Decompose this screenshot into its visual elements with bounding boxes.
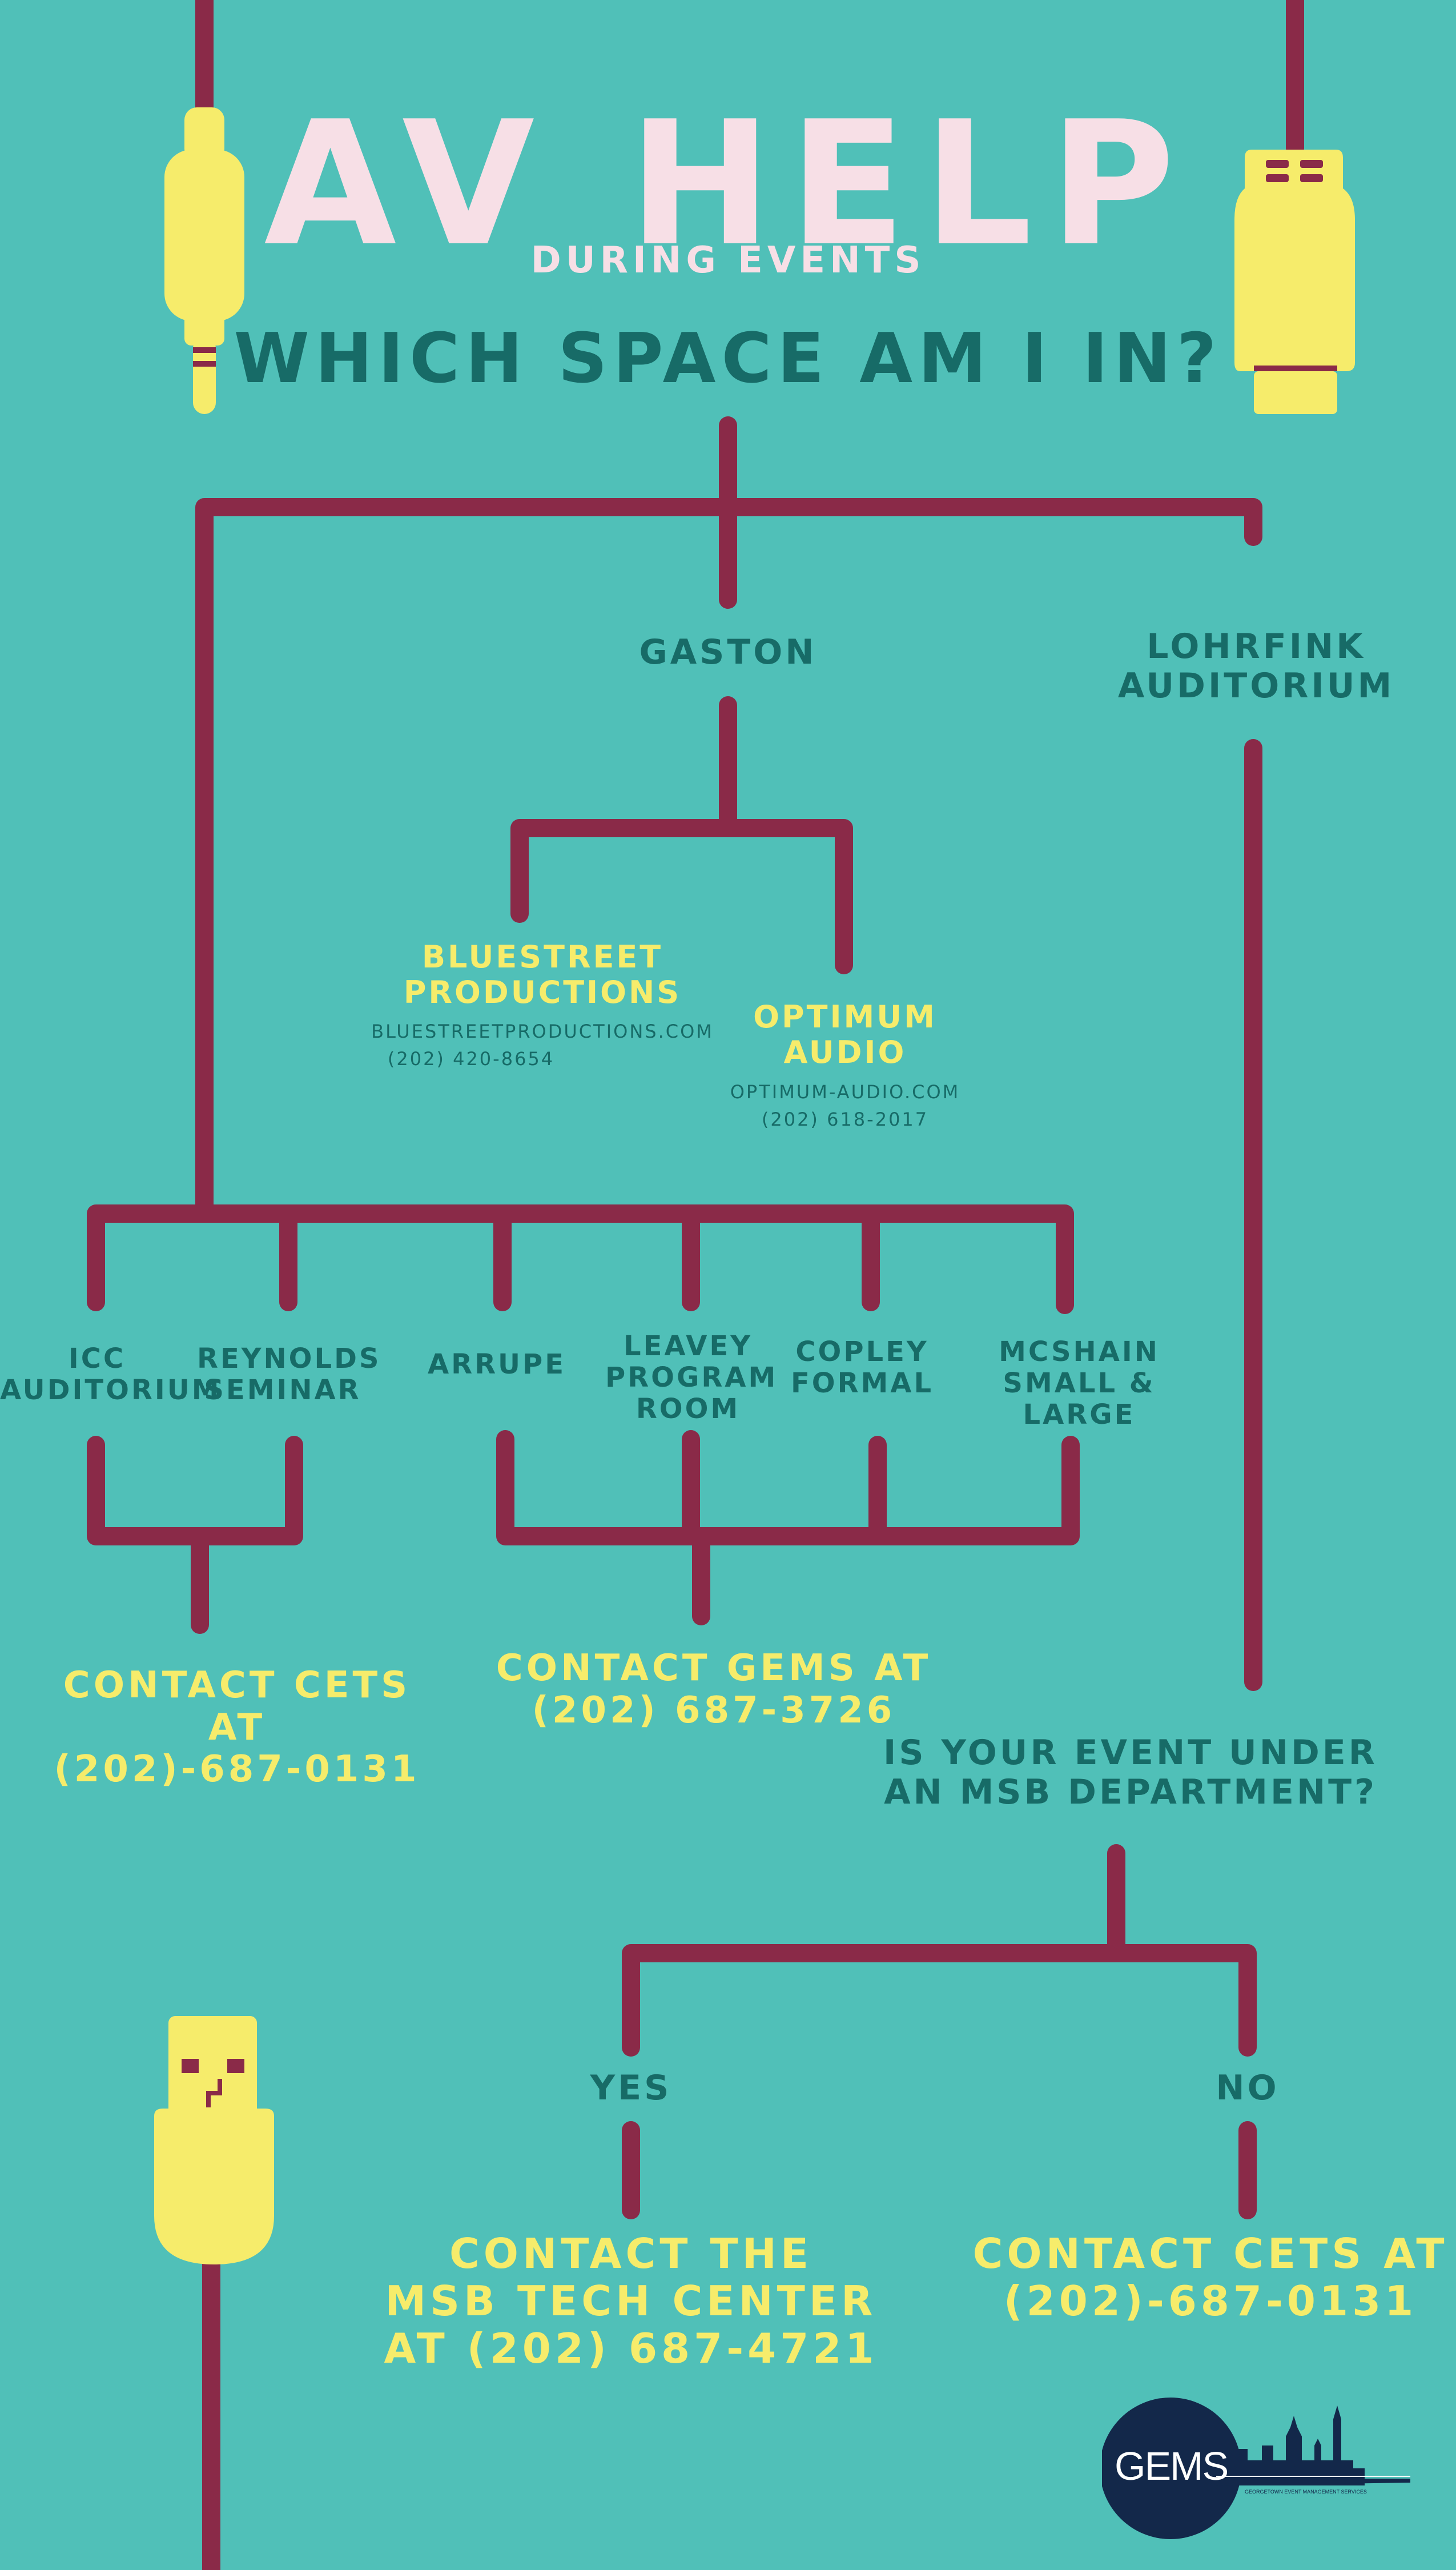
room-leavey-line-2: PROGRAM [605, 1362, 778, 1394]
gems-logo-icon: GEMS GEORGETOWN EVENT MANAGEMENT SERVICE… [1100, 2393, 1422, 2553]
node-lohrfink: LOHRFINK AUDITORIUM [1085, 627, 1427, 706]
audio-jack-plug-icon [164, 107, 244, 414]
room-icc-line-2: AUDITORIUM [0, 1374, 222, 1407]
logo-text: GEMS [1115, 2444, 1228, 2488]
vendor-bluestreet-name: BLUESTREET PRODUCTIONS [360, 939, 725, 1010]
room-icc-auditorium: ICC AUDITORIUM [0, 1343, 222, 1407]
node-lohrfink-line-1: LOHRFINK [1147, 627, 1366, 666]
room-leavey-line-3: ROOM [636, 1393, 741, 1425]
room-mcshain-small-large: MCSHAIN SMALL & LARGE [948, 1336, 1210, 1431]
vendor-bluestreet-site: BLUESTREETPRODUCTIONS.COM [371, 1021, 714, 1042]
vendor-optimum-name-line-1: OPTIMUM [753, 999, 937, 1035]
room-leavey-program-room: LEAVEY PROGRAM ROOM [605, 1330, 778, 1425]
vendor-optimum-phone: (202) 618-2017 [761, 1109, 929, 1130]
contact-gems-line-1: CONTACT GEMS AT [496, 1647, 932, 1689]
page-subtitle: DURING EVENTS [530, 239, 926, 282]
room-mcshain-line-1: MCSHAIN [999, 1336, 1160, 1368]
contact-msb-tech-center: CONTACT THE MSB TECH CENTER AT (202) 687… [354, 2230, 908, 2372]
answer-no: NO [1216, 2068, 1280, 2108]
contact-cets-line-1: CONTACT CETS [63, 1664, 411, 1706]
vendor-optimum-name-line-2: AUDIO [783, 1034, 907, 1071]
room-icc-line-1: ICC [68, 1343, 126, 1375]
contact-gems-phone: (202) 687-3726 [532, 1689, 896, 1732]
room-copley-formal: COPLEY FORMAL [788, 1336, 936, 1399]
vendor-bluestreet-phone: (202) 420-8654 [387, 1048, 555, 1070]
contact-msb-line-1: CONTACT THE [449, 2230, 813, 2278]
msb-question-line-1: IS YOUR EVENT UNDER [883, 1733, 1378, 1773]
room-copley-line-1: COPLEY [795, 1336, 929, 1368]
vendor-bluestreet-name-line-2: PRODUCTIONS [403, 974, 682, 1011]
vendor-optimum-name: OPTIMUM AUDIO [731, 999, 959, 1070]
room-reynolds-seminar: REYNOLDS SEMINAR [197, 1343, 381, 1407]
room-leavey-line-1: LEAVEY [624, 1330, 753, 1362]
page-title: AV HELP [264, 85, 1192, 284]
vendor-optimum-site: OPTIMUM-AUDIO.COM [730, 1081, 960, 1103]
room-mcshain-line-2: SMALL & LARGE [1003, 1367, 1156, 1431]
msb-question: IS YOUR EVENT UNDER AN MSB DEPARTMENT? [879, 1733, 1382, 1812]
room-arrupe: ARRUPE [427, 1348, 566, 1380]
contact-cets-line-2: AT [208, 1706, 266, 1749]
contact-cets-no-line-1: CONTACT CETS AT [972, 2230, 1449, 2278]
vendor-bluestreet-name-line-1: BLUESTREET [421, 939, 663, 975]
room-reynolds-line-1: REYNOLDS [197, 1343, 381, 1375]
contact-gems: CONTACT GEMS AT (202) 687-3726 [480, 1647, 948, 1732]
usb-plug-face-icon [154, 2016, 274, 2264]
node-lohrfink-line-2: AUDITORIUM [1117, 666, 1395, 706]
node-gaston: GASTON [639, 632, 817, 672]
answer-yes: YES [590, 2068, 672, 2108]
logo-tagline: GEORGETOWN EVENT MANAGEMENT SERVICES [1245, 2489, 1367, 2495]
room-copley-line-2: FORMAL [790, 1367, 934, 1400]
vendor-optimum-contact: OPTIMUM-AUDIO.COM (202) 618-2017 [725, 1078, 965, 1133]
contact-msb-phone: AT (202) 687-4721 [384, 2324, 878, 2372]
usb-plug-icon [1234, 150, 1355, 414]
contact-cets: CONTACT CETS AT (202)-687-0131 [34, 1664, 440, 1791]
contact-cets-no: CONTACT CETS AT (202)-687-0131 [971, 2230, 1450, 2325]
msb-question-line-2: AN MSB DEPARTMENT? [884, 1772, 1377, 1812]
contact-msb-line-2: MSB TECH CENTER [385, 2276, 877, 2325]
contact-cets-no-phone: (202)-687-0131 [1003, 2276, 1418, 2325]
room-reynolds-line-2: SEMINAR [204, 1374, 361, 1407]
space-question: WHICH SPACE AM I IN? [234, 319, 1222, 399]
vendor-bluestreet-contact: BLUESTREETPRODUCTIONS.COM (202) 420-8654 [365, 1018, 719, 1073]
contact-cets-phone: (202)-687-0131 [54, 1748, 420, 1791]
